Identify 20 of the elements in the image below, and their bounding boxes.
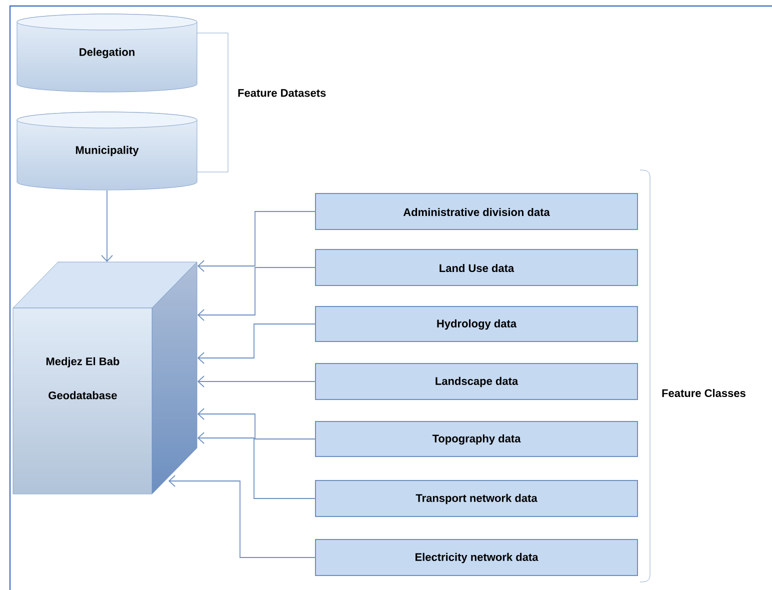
data-box: Topography data bbox=[315, 421, 638, 457]
data-box: Electricity network data bbox=[315, 539, 638, 576]
data-box: Land Use data bbox=[315, 249, 638, 286]
data-box: Transport network data bbox=[315, 480, 638, 517]
database-cylinder: Municipality bbox=[16, 112, 198, 190]
database-cylinder: Delegation bbox=[16, 14, 198, 92]
data-box: Landscape data bbox=[315, 363, 638, 400]
arrow bbox=[197, 376, 316, 388]
arrow bbox=[168, 475, 316, 558]
arrow bbox=[197, 211, 316, 272]
arrow bbox=[101, 190, 113, 262]
arrow bbox=[197, 267, 316, 321]
geodatabase-cube: Medjez El Bab Geodatabase bbox=[12, 262, 198, 494]
data-box: Hydrology data bbox=[315, 306, 638, 342]
group-label: Feature Datasets bbox=[238, 89, 326, 97]
data-box: Administrative division data bbox=[315, 193, 638, 230]
arrow bbox=[197, 408, 316, 440]
group-label: Feature Classes bbox=[662, 388, 746, 398]
arrow bbox=[197, 324, 316, 364]
arrow bbox=[197, 432, 316, 499]
